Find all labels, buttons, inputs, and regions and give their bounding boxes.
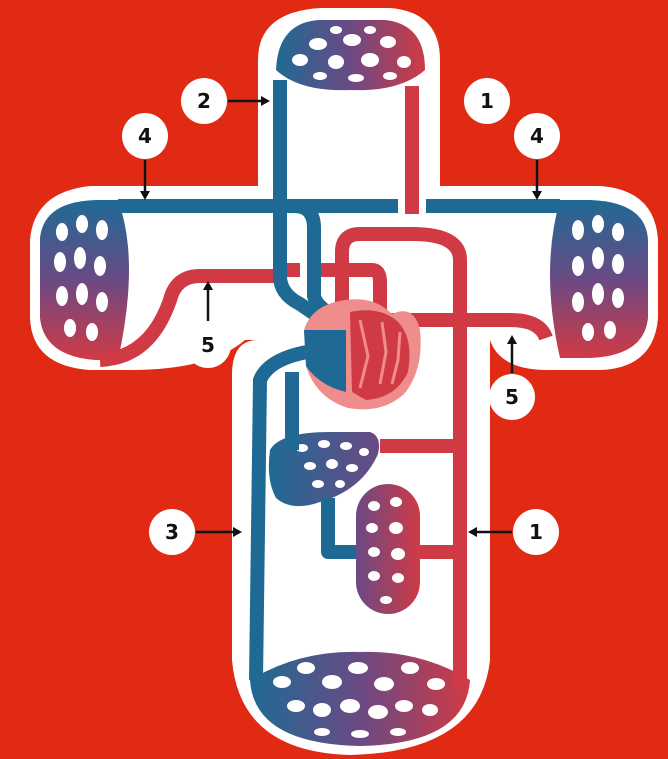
left-arm-capillary-bed [40,200,129,360]
svg-text:4: 4 [138,124,152,148]
svg-text:4: 4 [530,124,544,148]
svg-text:3: 3 [165,520,179,544]
svg-text:1: 1 [529,520,543,544]
svg-text:5: 5 [201,333,215,357]
svg-text:5: 5 [505,385,519,409]
callout-2: 2 [181,78,270,124]
callout-1-top: 1 [464,78,510,124]
callout-3: 3 [149,509,242,555]
head-capillary-bed [276,20,425,90]
svg-text:1: 1 [480,89,494,113]
right-arm-capillary-bed [550,200,648,358]
kidney-capillary-bed [356,484,420,614]
svg-text:2: 2 [197,89,211,113]
